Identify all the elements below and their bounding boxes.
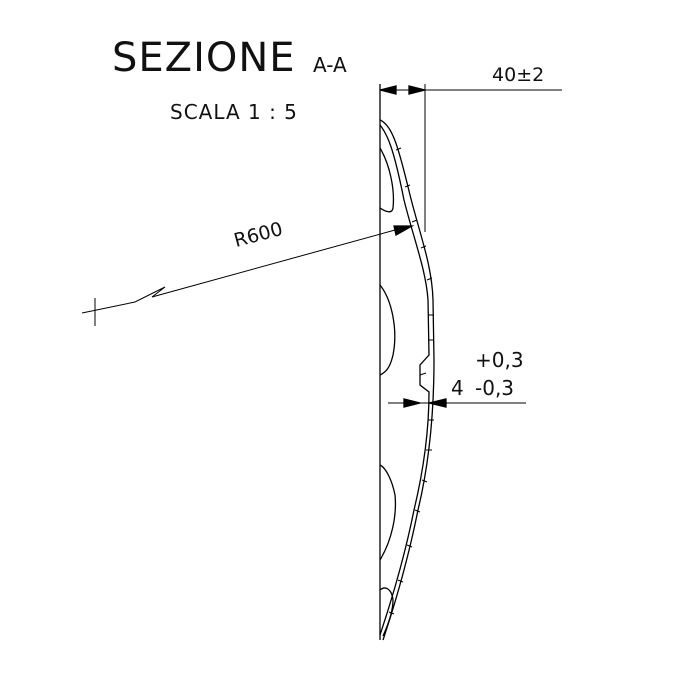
thickness-lower-tolerance: -0,3 bbox=[475, 376, 515, 400]
arrow-icon bbox=[393, 225, 415, 236]
scale-label: SCALA 1 : 5 bbox=[170, 100, 298, 124]
radius-leader-line bbox=[81, 229, 396, 314]
blade-outer-profile bbox=[379, 119, 435, 641]
arrow-icon bbox=[408, 85, 426, 95]
bottom-notch bbox=[379, 587, 394, 637]
section-hatch bbox=[388, 147, 434, 615]
center-recess bbox=[379, 284, 396, 376]
arrow-icon bbox=[379, 85, 397, 95]
lower-recess bbox=[379, 464, 397, 561]
thickness-upper-tolerance: +0,3 bbox=[475, 348, 524, 372]
thickness-value: 4 bbox=[451, 376, 464, 400]
arrow-icon bbox=[428, 398, 447, 408]
section-label: A-A bbox=[313, 53, 347, 77]
blade-inner-profile bbox=[379, 124, 430, 636]
section-title: SEZIONE bbox=[112, 35, 296, 81]
depth-dimension-value: 40±2 bbox=[492, 64, 545, 86]
top-notch bbox=[379, 147, 395, 213]
arrow-icon bbox=[403, 398, 421, 408]
